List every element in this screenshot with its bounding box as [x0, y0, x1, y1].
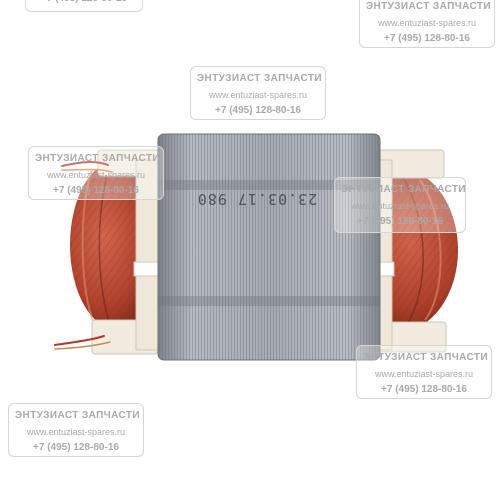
watermark-url: www.entuziast-spares.ru [377, 18, 477, 28]
watermark-title: ЭНТУЗИАСТ ЗАПЧАСТИ [197, 73, 322, 84]
watermark-title: ЭНТУЗИАСТ ЗАПЧАСТИ [363, 352, 488, 363]
watermark-box: ЭНТУЗИАСТ ЗАПЧАСТИ www.entuziast-spares.… [190, 66, 326, 120]
watermark-phone: +7 (495) 128-80-16 [33, 442, 119, 453]
core-date-stamp: 23.03.17 980 [196, 190, 318, 208]
watermark-phone: +7 (495) 128-80-16 [384, 33, 470, 44]
watermark-box: ЭНТУЗИАСТ ЗАПЧАСТИ www.entuziast-spares.… [334, 177, 466, 233]
watermark-url: www.entuziast-spares.ru [374, 369, 474, 379]
watermark-box: ЭНТУЗИАСТ ЗАПЧАСТИ www.entuziast-spares.… [356, 345, 492, 399]
watermark-title: ЭНТУЗИАСТ ЗАПЧАСТИ [341, 184, 466, 195]
watermark-box: ЭНТУЗИАСТ ЗАПЧАСТИ www.entuziast-spares.… [28, 146, 164, 200]
watermark-url: www.entuziast-spares.ru [208, 90, 308, 100]
laminated-steel-core [157, 133, 381, 361]
lead-wires [54, 161, 113, 350]
watermark-phone: +7 (495) 128-80-16 [53, 185, 139, 196]
watermark-title: ЭНТУЗИАСТ ЗАПЧАСТИ [35, 153, 160, 164]
watermark-phone: +7 (495) 128-80-16 [215, 105, 301, 116]
watermark-box: ЭНТУЗИАСТ ЗАПЧАСТИ www.entuziast-spares.… [8, 403, 144, 457]
watermark-phone: +7 (495) 128-80-16 [357, 216, 443, 227]
watermark-url: www.entuziast-spares.ru [26, 427, 126, 437]
watermark-title: ЭНТУЗИАСТ ЗАПЧАСТИ [15, 410, 140, 421]
watermark-box: ЭНТУЗИАСТ ЗАПЧАСТИ www.entuziast-spares.… [25, 0, 143, 12]
watermark-phone: +7 (495) 128-80-16 [381, 384, 467, 395]
watermark-phone: +7 (495) 128-80-16 [32, 0, 136, 7]
watermark-box: ЭНТУЗИАСТ ЗАПЧАСТИ www.entuziast-spares.… [359, 0, 495, 48]
watermark-title: ЭНТУЗИАСТ ЗАПЧАСТИ [366, 1, 491, 12]
watermark-url: www.entuziast-spares.ru [350, 201, 450, 211]
watermark-url: www.entuziast-spares.ru [46, 170, 146, 180]
